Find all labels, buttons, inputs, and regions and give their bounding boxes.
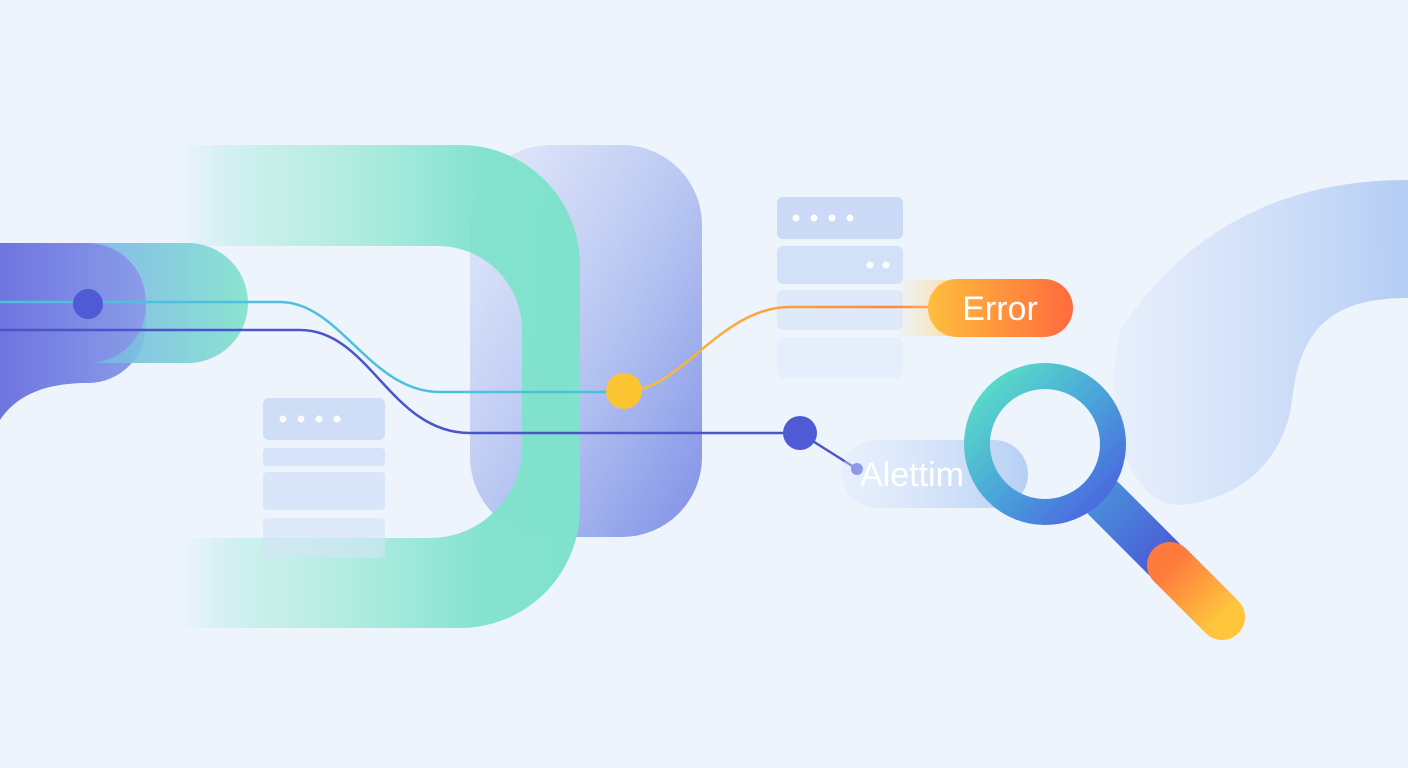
- node-yellow: [606, 373, 642, 409]
- node-indigo: [783, 416, 817, 450]
- right-list-panel: [777, 197, 903, 378]
- trace-line-gold: [623, 305, 935, 394]
- mint-frame-overlay: [180, 145, 580, 628]
- right-ribbon-shape: [1113, 180, 1408, 505]
- error-label: Error: [962, 290, 1038, 328]
- left-indigo-blob: [0, 243, 146, 420]
- trace-line-indigo: [0, 328, 800, 435]
- trace-line-cyan: [0, 300, 624, 394]
- error-pill: Error: [928, 279, 1073, 337]
- alert-label: Alettim: [860, 456, 964, 494]
- left-list-panel: [263, 398, 385, 558]
- node-start: [73, 289, 103, 319]
- magnifying-glass-icon: [964, 363, 1245, 640]
